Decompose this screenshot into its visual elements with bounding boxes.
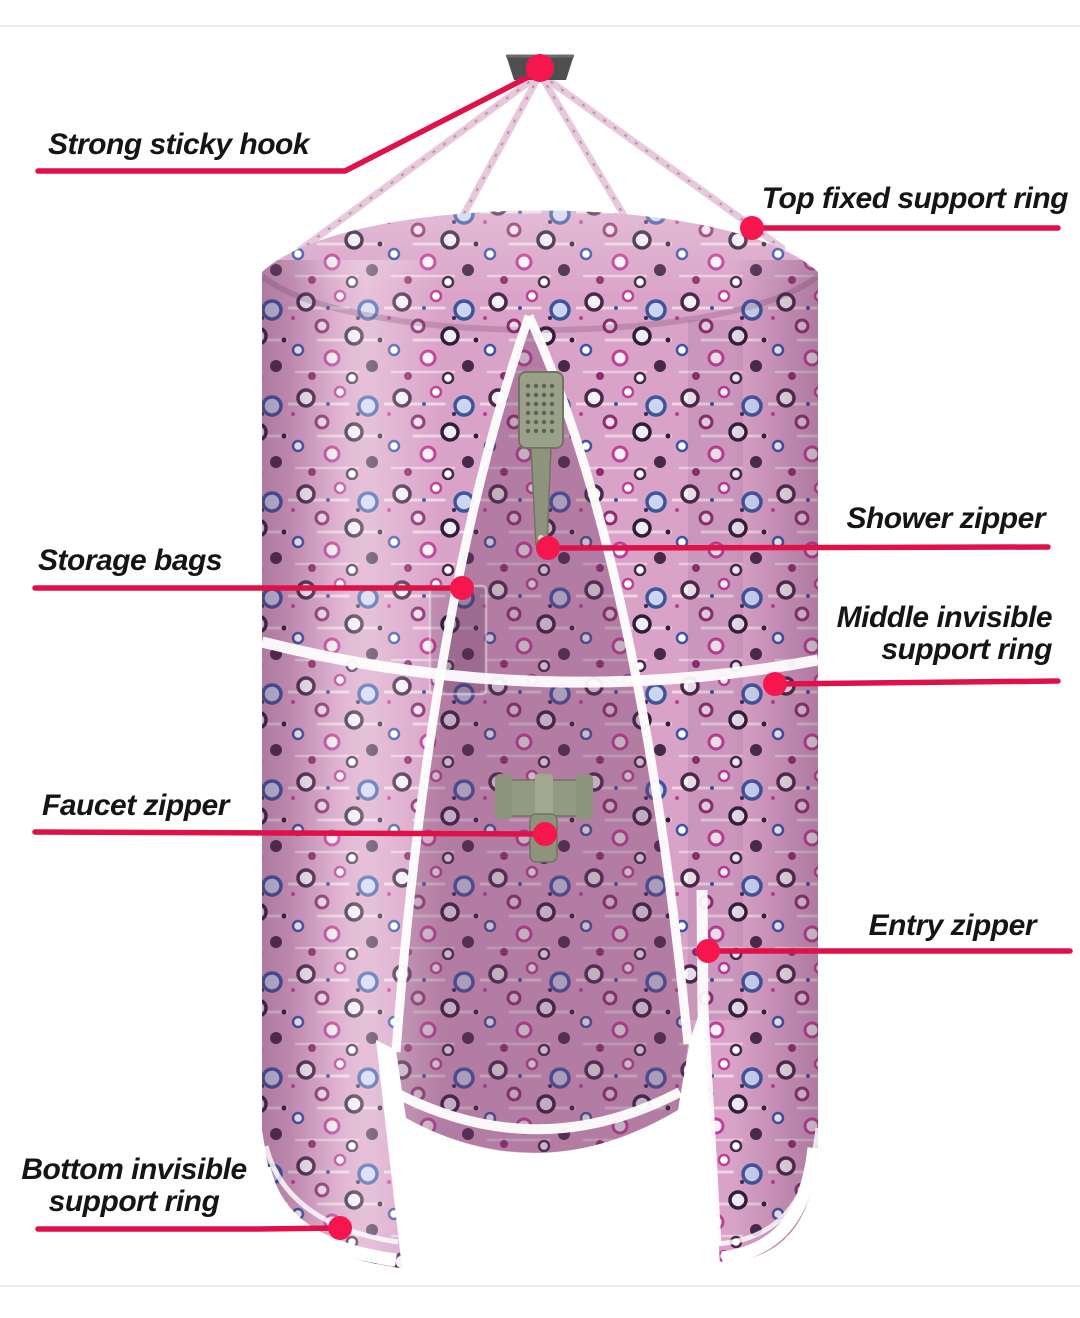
annotation-dots bbox=[328, 54, 787, 1240]
label-strong-sticky-hook: Strong sticky hook bbox=[48, 128, 310, 161]
label-faucet-zipper: Faucet zipper bbox=[42, 789, 229, 822]
door-interior bbox=[396, 316, 688, 1153]
leader-middle-support-ring bbox=[772, 678, 1061, 687]
dot-strong-sticky-hook bbox=[526, 54, 554, 82]
inner-hem-band bbox=[397, 1087, 683, 1135]
leader-shower-zipper bbox=[545, 544, 1051, 551]
label-top-fixed-support-ring: Top fixed support ring bbox=[761, 182, 1069, 215]
leader-bottom-support-ring bbox=[35, 1225, 343, 1232]
dot-storage-bags bbox=[450, 576, 474, 600]
label-shower-zipper: Shower zipper bbox=[846, 502, 1045, 535]
dot-entry-zipper bbox=[696, 939, 720, 963]
annotation-leaders bbox=[32, 70, 1073, 1232]
label-entry-zipper: Entry zipper bbox=[868, 909, 1037, 942]
dot-bottom-support-ring bbox=[328, 1216, 352, 1240]
dot-middle-support-ring bbox=[763, 672, 787, 696]
bottom-border-line bbox=[0, 1285, 1080, 1287]
leader-faucet-zipper bbox=[32, 829, 548, 837]
middle-support-ring-band bbox=[260, 636, 820, 688]
label-middle-invisible-support-ring: Middle invisible support ring bbox=[836, 601, 1053, 667]
top-border-line bbox=[0, 25, 1080, 27]
dot-shower-zipper bbox=[536, 536, 560, 560]
entry-opening bbox=[376, 1005, 720, 1269]
hanging-straps bbox=[296, 70, 786, 254]
label-storage-bags: Storage bags bbox=[38, 544, 223, 577]
leader-strong-sticky-hook bbox=[35, 70, 539, 174]
tent-body bbox=[257, 210, 821, 1269]
entry-zipper-trim bbox=[696, 889, 722, 1246]
dot-faucet-zipper bbox=[533, 822, 557, 846]
dot-top-fixed-support-ring bbox=[740, 216, 764, 240]
label-bottom-invisible-support-ring: Bottom invisible support ring bbox=[21, 1153, 247, 1219]
shower-head-icon bbox=[518, 371, 564, 546]
